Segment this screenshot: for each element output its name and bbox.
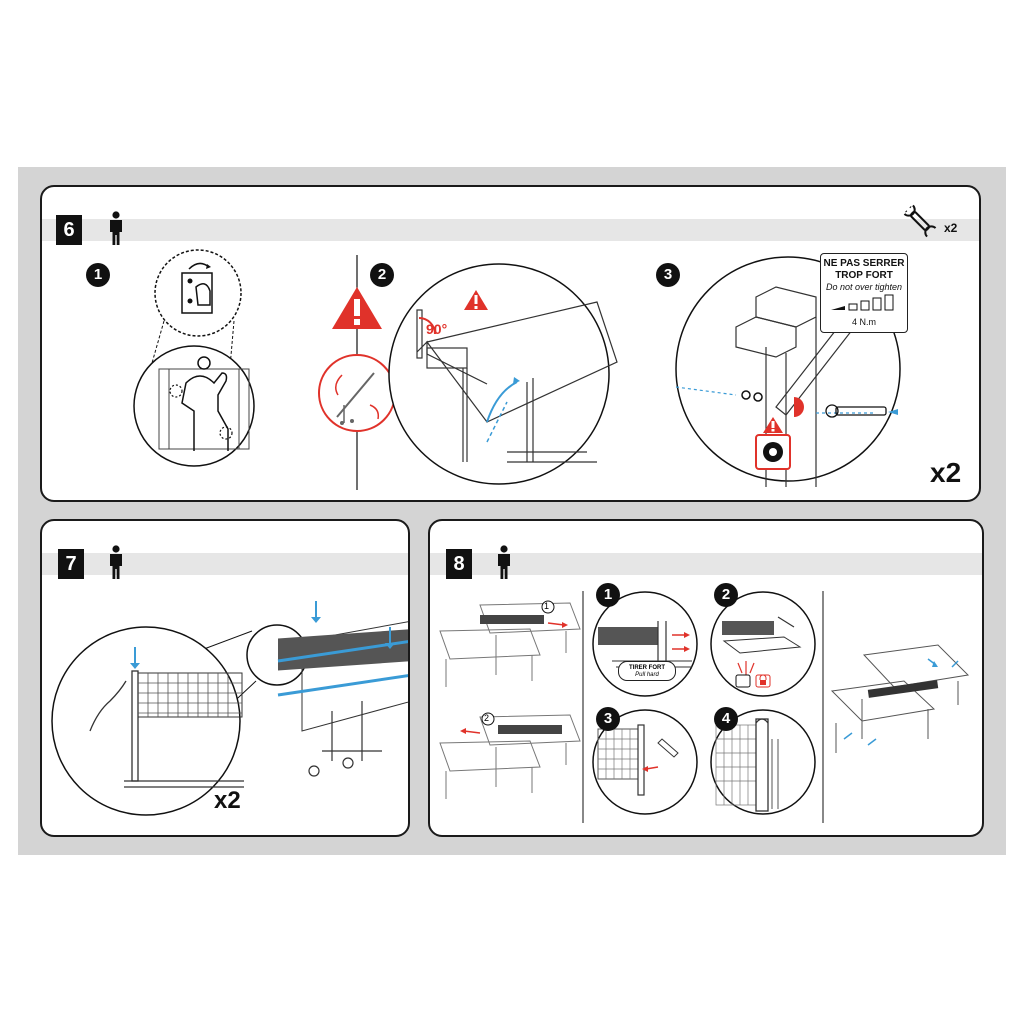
step-6-header-band [42, 219, 979, 241]
step-8-panel: 8 1 2 [428, 519, 984, 837]
net-clamp-detail-2 [710, 591, 816, 697]
net-install-illustration [51, 601, 408, 816]
torque-value: 4 N.m [851, 317, 876, 327]
substep-8-2: 2 [714, 583, 738, 607]
substep-6-2: 2 [370, 263, 394, 287]
person-icon [110, 545, 122, 579]
step-7-number: 7 [58, 549, 84, 579]
pull-hint-fr: TIRER FORT [629, 665, 665, 671]
net-post-detail-4 [710, 709, 816, 815]
torque-gauge-icon [831, 294, 894, 311]
callout-1: 1 [544, 601, 550, 611]
substep-8-4: 4 [714, 707, 738, 731]
step-7-repeat: x2 [214, 787, 241, 814]
wrench-count: x2 [944, 221, 958, 235]
warning-divider [318, 255, 396, 490]
pull-hint: TIRER FORT Pull hard [618, 661, 676, 681]
step-7-panel: 7 [40, 519, 410, 837]
torque-warning-fr: NE PAS SERRER TROP FORT [823, 258, 905, 281]
angle-label: 90° [426, 321, 448, 337]
step-8-number: 8 [446, 549, 472, 579]
person-icon [498, 545, 510, 579]
net-clamp-detail-1 [592, 591, 698, 697]
tables-removal-illustration [439, 600, 581, 799]
wrench-icon [903, 204, 937, 238]
torque-warning-en: Do not over tighten [825, 282, 903, 292]
step-6-number: 6 [56, 215, 82, 245]
person-icon [110, 211, 122, 245]
step-8-divider-right [822, 591, 824, 823]
step-8-header-band [430, 553, 982, 575]
substep-8-3: 3 [596, 707, 620, 731]
callout-2: 2 [484, 713, 490, 723]
pull-hint-en: Pull hard [635, 672, 659, 678]
substep-8-1: 1 [596, 583, 620, 607]
table-fold-illustration [133, 249, 255, 467]
substep-6-1: 1 [86, 263, 110, 287]
step-6-panel: 6 x2 1 [40, 185, 981, 502]
step-6-repeat: x2 [930, 457, 962, 488]
step-7-header-band [42, 553, 408, 575]
net-post-detail-3 [592, 709, 698, 815]
substep-6-3: 3 [656, 263, 680, 287]
assembled-table-illustration [830, 644, 970, 753]
table-leg-illustration [388, 263, 618, 485]
instruction-sheet: 6 x2 1 [18, 167, 1006, 855]
step-8-divider-left [582, 591, 584, 823]
torque-warning-box: NE PAS SERRER TROP FORT Do not over tigh… [820, 253, 908, 333]
